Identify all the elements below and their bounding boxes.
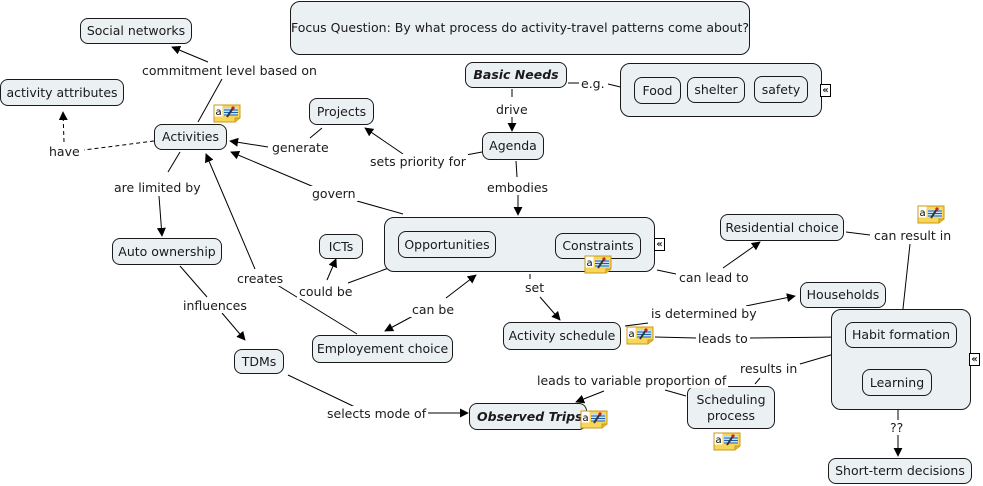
- annotation-note-icon[interactable]: a: [713, 432, 741, 451]
- concept-habit-formation[interactable]: Habit formation: [845, 322, 957, 348]
- link-line: [748, 332, 842, 342]
- link-label-influences: influences: [181, 298, 249, 313]
- link-label-could-be: could be: [297, 284, 355, 299]
- link-label-can-result-in: can result in: [872, 228, 954, 243]
- link-line: [754, 377, 761, 385]
- link-line: [287, 374, 356, 408]
- annotation-note-icon[interactable]: a: [917, 205, 945, 224]
- svg-text:a: a: [216, 107, 222, 118]
- concept-opportunities[interactable]: Opportunities: [398, 231, 496, 258]
- annotation-note-icon[interactable]: a: [626, 326, 654, 345]
- link-line: [515, 160, 518, 178]
- link-line: [656, 269, 677, 275]
- concept-agenda[interactable]: Agenda: [482, 132, 544, 160]
- concept-activity-attributes[interactable]: activity attributes: [0, 79, 124, 106]
- collapse-group-toggle-icon[interactable]: «: [969, 353, 980, 366]
- link-line: [83, 140, 155, 151]
- concept-activities[interactable]: Activities: [154, 124, 227, 150]
- focus-question-text: Focus Question: By what process do activ…: [290, 20, 750, 36]
- link-label-have: have: [47, 144, 82, 159]
- link-line: [156, 195, 166, 237]
- link-line: [205, 153, 256, 270]
- concept-residential-choice[interactable]: Residential choice: [720, 214, 844, 241]
- link-line: [171, 45, 209, 63]
- concept-short-term-decisions[interactable]: Short-term decisions: [828, 458, 972, 484]
- link-line: [575, 390, 605, 404]
- concept-tdms[interactable]: TDMs: [234, 349, 284, 374]
- link-label-leads-to: leads to: [696, 331, 750, 346]
- link-line: [230, 151, 315, 188]
- concept-icts[interactable]: ICTs: [319, 234, 363, 259]
- link-line: [898, 243, 911, 319]
- link-label-leads-to-variable: leads to variable proportion of: [535, 373, 729, 388]
- link-line: [273, 282, 358, 335]
- link-label-can-be: can be: [410, 302, 457, 317]
- annotation-note-icon[interactable]: a: [213, 104, 241, 123]
- link-line: [179, 265, 208, 298]
- link-label-creates: creates: [235, 271, 286, 286]
- link-label-set: set: [523, 280, 547, 295]
- link-line: [745, 293, 796, 307]
- link-label-selects-mode: selects mode of: [325, 406, 429, 421]
- link-line: [167, 151, 181, 173]
- link-line: [384, 315, 414, 332]
- svg-text:a: a: [716, 435, 722, 446]
- link-label-commitment: commitment level based on: [140, 63, 319, 78]
- collapse-group-toggle-icon[interactable]: «: [820, 84, 831, 97]
- link-line: [654, 336, 697, 339]
- link-line: [664, 389, 687, 397]
- link-label-drive: drive: [494, 102, 530, 117]
- collapse-group-toggle-icon[interactable]: «: [654, 238, 665, 251]
- concept-projects[interactable]: Projects: [309, 98, 374, 125]
- svg-text:a: a: [583, 413, 589, 424]
- link-line: [722, 241, 761, 269]
- concept-constraints[interactable]: Constraints: [555, 233, 641, 259]
- link-line: [58, 111, 68, 143]
- link-label-eg: e.g.: [579, 76, 607, 91]
- link-line: [445, 274, 477, 299]
- annotation-note-icon[interactable]: a: [584, 255, 612, 274]
- link-line: [229, 137, 269, 148]
- concept-households[interactable]: Households: [800, 282, 886, 308]
- concept-learning[interactable]: Learning: [862, 369, 932, 396]
- link-line: [539, 296, 561, 321]
- link-line: [309, 127, 323, 139]
- concept-food[interactable]: Food: [634, 77, 681, 104]
- link-line: [845, 231, 871, 236]
- concept-employment-choice[interactable]: Employement choice: [312, 335, 453, 363]
- link-line: [364, 127, 404, 155]
- link-line: [221, 312, 246, 341]
- link-label-generate: generate: [270, 140, 331, 155]
- concept-auto-ownership[interactable]: Auto ownership: [112, 238, 222, 265]
- concept-social-networks[interactable]: Social networks: [80, 18, 192, 44]
- concept-shelter[interactable]: shelter: [687, 77, 745, 103]
- link-label-can-lead-to: can lead to: [677, 270, 751, 285]
- link-line: [356, 200, 404, 215]
- concept-activity-schedule[interactable]: Activity schedule: [503, 322, 621, 350]
- link-line: [624, 322, 649, 327]
- concept-observed-trips[interactable]: Observed Trips: [469, 403, 587, 430]
- link-label-question: ??: [888, 420, 906, 435]
- link-label-results-in: results in: [738, 361, 800, 376]
- link-label-is-determined-by: is determined by: [649, 306, 759, 321]
- link-line: [465, 151, 483, 156]
- concept-safety[interactable]: safety: [754, 76, 808, 103]
- svg-text:a: a: [920, 208, 926, 219]
- link-line: [197, 78, 223, 123]
- concept-basic-needs[interactable]: Basic Needs: [465, 62, 567, 88]
- link-line: [326, 258, 337, 281]
- concept-scheduling-process[interactable]: Scheduling process: [687, 386, 775, 429]
- link-label-are-limited-by: are limited by: [112, 180, 203, 195]
- annotation-note-icon[interactable]: a: [580, 410, 608, 429]
- focus-question-box[interactable]: Focus Question: By what process do activ…: [290, 1, 750, 55]
- svg-text:a: a: [587, 258, 593, 269]
- link-label-sets-priority: sets priority for: [368, 154, 468, 169]
- link-label-embodies: embodies: [485, 180, 551, 195]
- svg-text:a: a: [629, 329, 635, 340]
- link-label-govern: govern: [310, 186, 358, 201]
